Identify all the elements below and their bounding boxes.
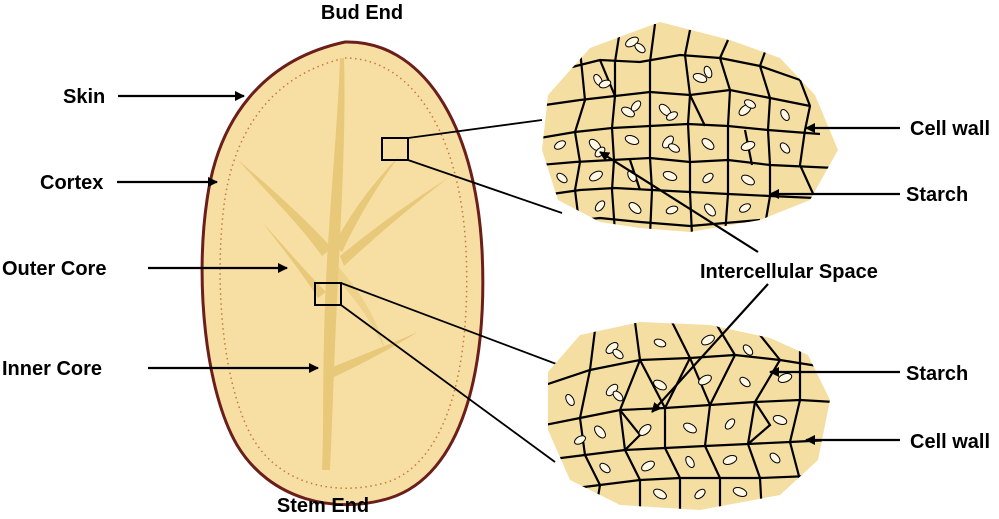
label-cell-wall-bottom: Cell wall: [910, 431, 990, 453]
label-skin: Skin: [63, 86, 105, 108]
pointer-arrows: [117, 91, 900, 445]
label-inner-core: Inner Core: [2, 358, 102, 380]
sample-box-inner-core: [314, 282, 342, 306]
intercellular-arrow-top: [599, 151, 759, 253]
label-starch-top: Starch: [906, 184, 968, 206]
label-bud-end: Bud End: [321, 2, 403, 24]
vascular-core: [238, 58, 448, 470]
zoom-lines: [340, 119, 568, 463]
sample-box-outer-core: [381, 137, 409, 161]
label-starch-bottom: Starch: [906, 363, 968, 385]
cell-cluster-inner-core: [548, 322, 830, 510]
label-intercellular-space: Intercellular Space: [700, 261, 878, 283]
intercellular-arrow-bottom: [651, 283, 769, 413]
label-stem-end: Stem End: [277, 495, 369, 517]
label-cell-wall-top: Cell wall: [910, 118, 990, 140]
cell-cluster-outer-core: [542, 22, 838, 232]
label-cortex: Cortex: [40, 172, 103, 194]
label-outer-core: Outer Core: [2, 258, 106, 280]
tuber: [200, 40, 485, 507]
